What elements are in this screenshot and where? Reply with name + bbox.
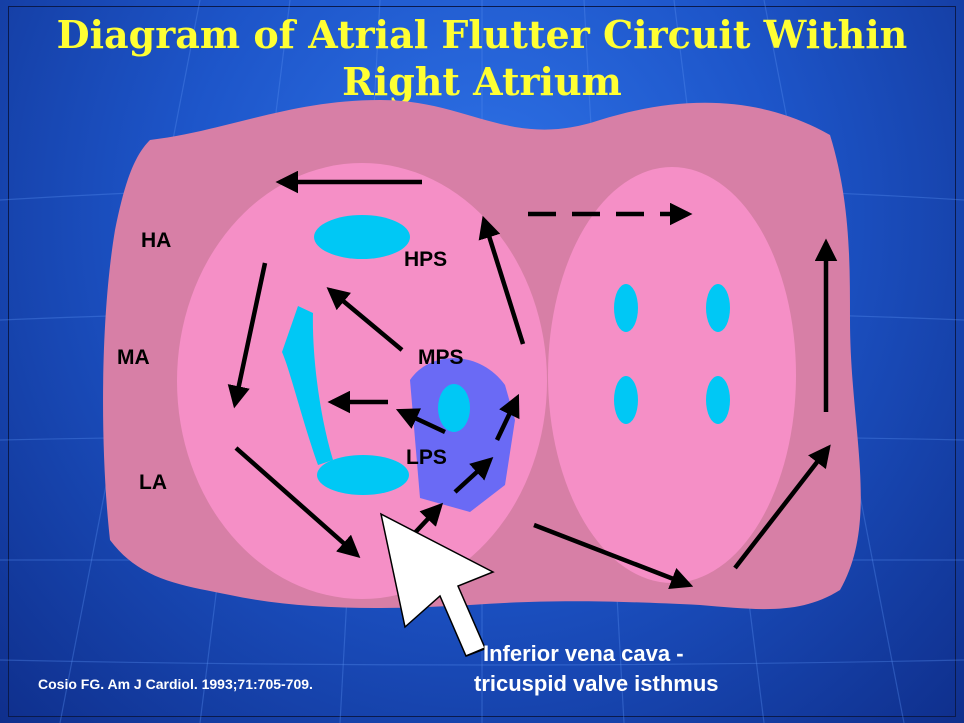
label-ha: HA: [141, 229, 171, 253]
label-ma: MA: [117, 346, 150, 370]
valve-ostium-4: [706, 376, 730, 424]
coronary-sinus-os: [438, 384, 470, 432]
caption-line-2: tricuspid valve isthmus: [474, 671, 719, 697]
valve-ostium-3: [614, 376, 638, 424]
label-hps: HPS: [404, 248, 447, 272]
svc-opening: [314, 215, 410, 259]
ventricle-chamber: [548, 167, 796, 583]
ivc-opening: [317, 455, 409, 495]
valve-ostium-1: [614, 284, 638, 332]
label-la: LA: [139, 471, 167, 495]
label-lps: LPS: [406, 446, 447, 470]
label-mps: MPS: [418, 346, 464, 370]
caption-line-1: Inferior vena cava -: [483, 641, 684, 667]
citation: Cosio FG. Am J Cardiol. 1993;71:705-709.: [38, 676, 313, 692]
valve-ostium-2: [706, 284, 730, 332]
